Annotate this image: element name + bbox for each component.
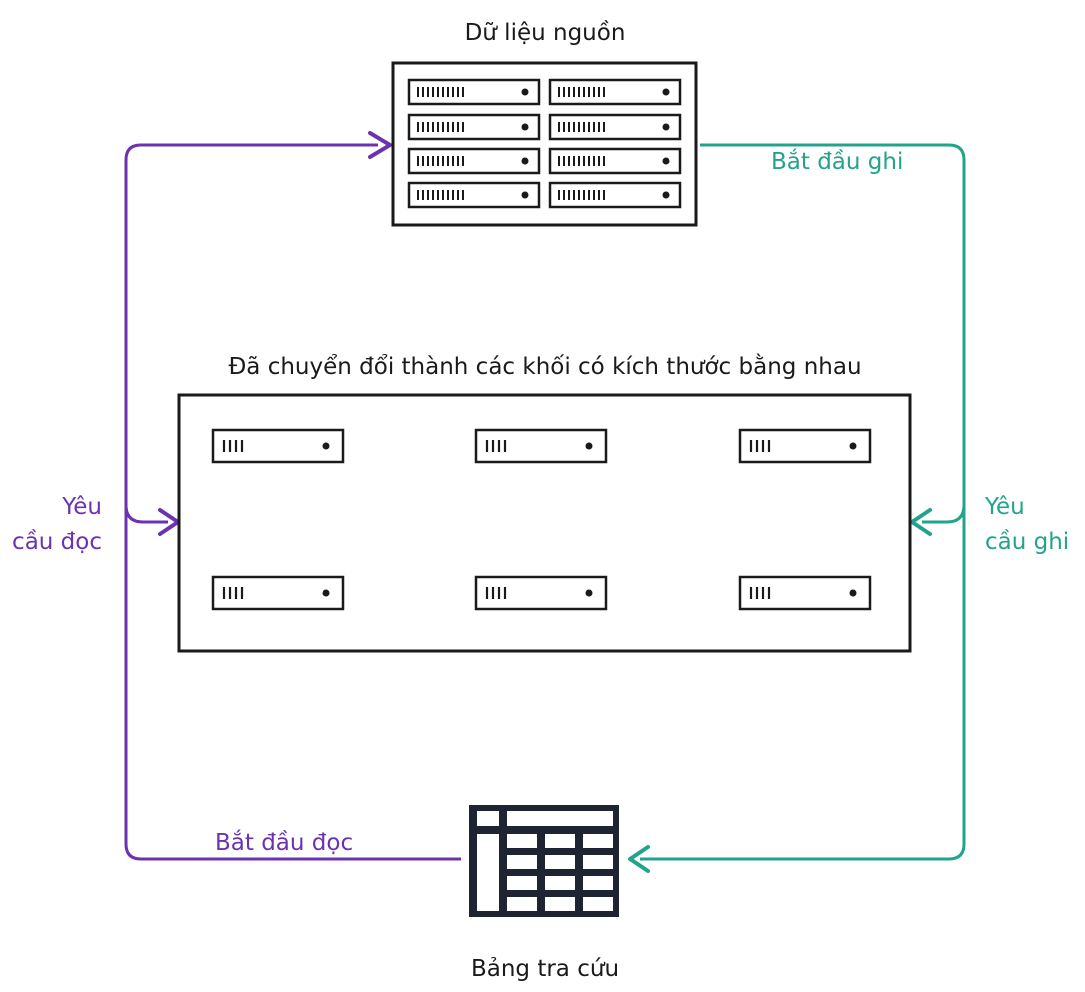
- read-flow-line-branch: [124, 504, 168, 524]
- lookup-title: Bảng tra cứu: [470, 956, 620, 982]
- blocks-container: [177, 393, 912, 653]
- server-block-icon: [738, 428, 872, 464]
- read-flow-line-from-table: [124, 520, 461, 861]
- start-read-label: Bắt đầu đọc: [215, 830, 354, 856]
- blocks-title: Đã chuyển đổi thành các khối có kích thư…: [228, 354, 862, 380]
- server-block-icon: [474, 428, 608, 464]
- read-flow: [124, 131, 461, 861]
- write-arrow-to-blocks: [910, 508, 932, 536]
- table-icon: [469, 805, 619, 917]
- write-request-label-line1: Yêu: [985, 494, 1025, 520]
- server-block-icon: [738, 575, 872, 611]
- read-flow-line-to-source: [124, 143, 378, 520]
- server-rack-icon: [391, 61, 698, 227]
- start-write-label: Bắt đầu ghi: [771, 149, 904, 175]
- server-block-icon: [211, 428, 345, 464]
- write-flow: [628, 143, 966, 873]
- source-title: Dữ liệu nguồn: [464, 20, 626, 46]
- server-block-icon: [211, 575, 345, 611]
- write-request-label-line2: cầu ghi: [985, 529, 1070, 555]
- server-block-icon: [474, 575, 608, 611]
- read-request-label-line2: cầu đọc: [12, 529, 102, 555]
- write-flow-line-branch: [922, 504, 966, 524]
- write-flow-line: [640, 143, 966, 861]
- read-request-label-line1: Yêu: [62, 494, 102, 520]
- read-arrow-to-source: [368, 131, 392, 159]
- write-arrow-to-table: [628, 845, 650, 873]
